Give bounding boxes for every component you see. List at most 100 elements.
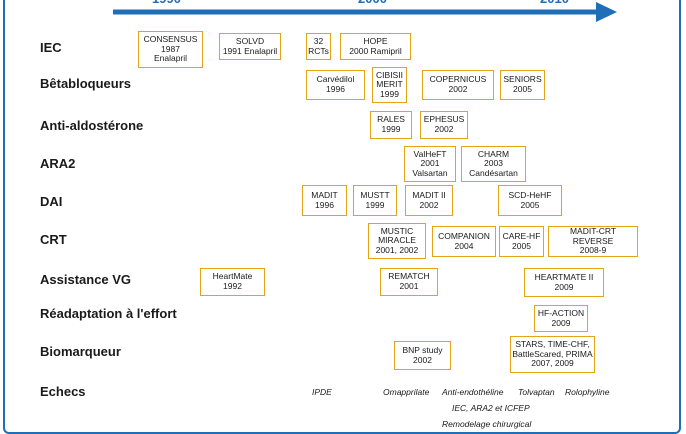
failure-item: Tolvaptan — [518, 387, 555, 397]
row-label-echecs: Echecs — [40, 384, 86, 399]
failure-item: IEC, ARA2 et ICFEP — [452, 403, 530, 413]
trial-line: 2004 — [454, 240, 474, 251]
row-label-crt: CRT — [40, 232, 67, 247]
trial-line: SENIORS — [503, 74, 542, 85]
trial-line: Enalapril — [153, 53, 188, 64]
row-label-anti-aldosterone: Anti-aldostérone — [40, 118, 144, 133]
trial-line: 1999 — [381, 124, 401, 134]
trial-line: 1992 — [223, 281, 242, 291]
trial-line: REMATCH — [388, 271, 430, 282]
trial-line: 1996 — [326, 84, 345, 94]
trial-line: CHARM — [477, 148, 510, 159]
trial-line: BattleScared, PRIMA — [512, 348, 593, 359]
trial-line: HOPE — [363, 35, 388, 46]
trial-line: CONSENSUS — [143, 34, 198, 45]
trial-line: 1999 — [380, 88, 399, 99]
trial-line: 2005 — [520, 199, 540, 210]
trial-line: 2001 — [420, 158, 440, 169]
row-label-readaptation: Réadaptation à l'effort — [40, 306, 177, 321]
trial-line: 2002 — [448, 84, 468, 94]
trial-line: MADIT II — [412, 189, 446, 200]
trial-line: 2005 — [513, 84, 532, 94]
trial-line: Candésartan — [469, 167, 518, 178]
trial-line: 2001 — [399, 281, 419, 291]
trial-line: EPHESUS — [423, 114, 465, 125]
trial-line: HF-ACTION — [537, 307, 585, 318]
trial-line: STARS, TIME-CHF, — [515, 339, 590, 350]
trial-line: MADIT — [311, 189, 338, 200]
trial-line: 2005 — [512, 240, 531, 251]
trial-line: 1987 — [161, 43, 180, 54]
trial-line: Carvédilol — [316, 74, 355, 85]
trial-line: 2001, 2002 — [375, 244, 419, 255]
trial-line: SOLVD — [235, 35, 265, 46]
failure-item: Remodelage chirurgical — [442, 419, 532, 429]
row-label-iec: IEC — [40, 40, 62, 55]
row-label-assistance-vg: Assistance VG — [40, 272, 132, 287]
trial-line: BNP study — [402, 344, 443, 355]
row-label-biomarqueur: Biomarqueur — [40, 344, 121, 359]
trial-line: MADIT-CRT REVERSE — [569, 226, 617, 246]
failure-item: Rolophyline — [565, 387, 610, 397]
trial-line: 1996 — [315, 199, 334, 210]
trial-line: RCTs — [308, 45, 329, 56]
trial-line: 2002 — [413, 354, 432, 365]
row-label-dai: DAI — [40, 194, 63, 209]
trial-line: Valsartan — [412, 167, 448, 178]
trial-line: 2007, 2009 — [531, 358, 574, 369]
trial-line: ValHeFT — [413, 148, 447, 159]
trial-line: SCD-HeHF — [508, 189, 552, 200]
row-label-ara2: ARA2 — [40, 156, 76, 171]
trial-line: MIRACLE — [378, 235, 416, 246]
failure-item: IPDE — [312, 387, 332, 397]
timeline-arrow — [113, 2, 617, 22]
trial-line: 1991 Enalapril — [222, 45, 278, 56]
trial-line: 2008-9 — [579, 245, 607, 256]
trial-line: 2003 — [484, 158, 503, 169]
trial-line: 2002 — [419, 199, 439, 210]
trial-line: RALES — [377, 114, 405, 125]
trial-line: CARE-HF — [502, 230, 541, 241]
trial-line: HeartMate — [212, 271, 253, 282]
trial-line: CIBISII — [376, 69, 403, 80]
row-label-betabloqueurs: Bêtabloqueurs — [40, 76, 132, 91]
trial-line: MUSTIC — [380, 225, 414, 236]
trial-line: MUSTT — [360, 189, 390, 200]
year-label-2010: 2010 — [540, 0, 569, 6]
trial-line: HEARTMATE II — [534, 271, 594, 282]
failure-item: Omapprilate — [383, 387, 430, 397]
trial-line: 2000 Ramipril — [349, 45, 402, 56]
trial-line: COPERNICUS — [429, 74, 487, 85]
year-label-2000: 2000 — [358, 0, 387, 6]
trial-line: 2009 — [554, 281, 574, 292]
trial-line: 2009 — [551, 317, 571, 328]
failure-item: Anti-endothéline — [442, 387, 504, 397]
trial-line: MERIT — [376, 79, 403, 90]
year-label-1990: 1990 — [152, 0, 181, 6]
